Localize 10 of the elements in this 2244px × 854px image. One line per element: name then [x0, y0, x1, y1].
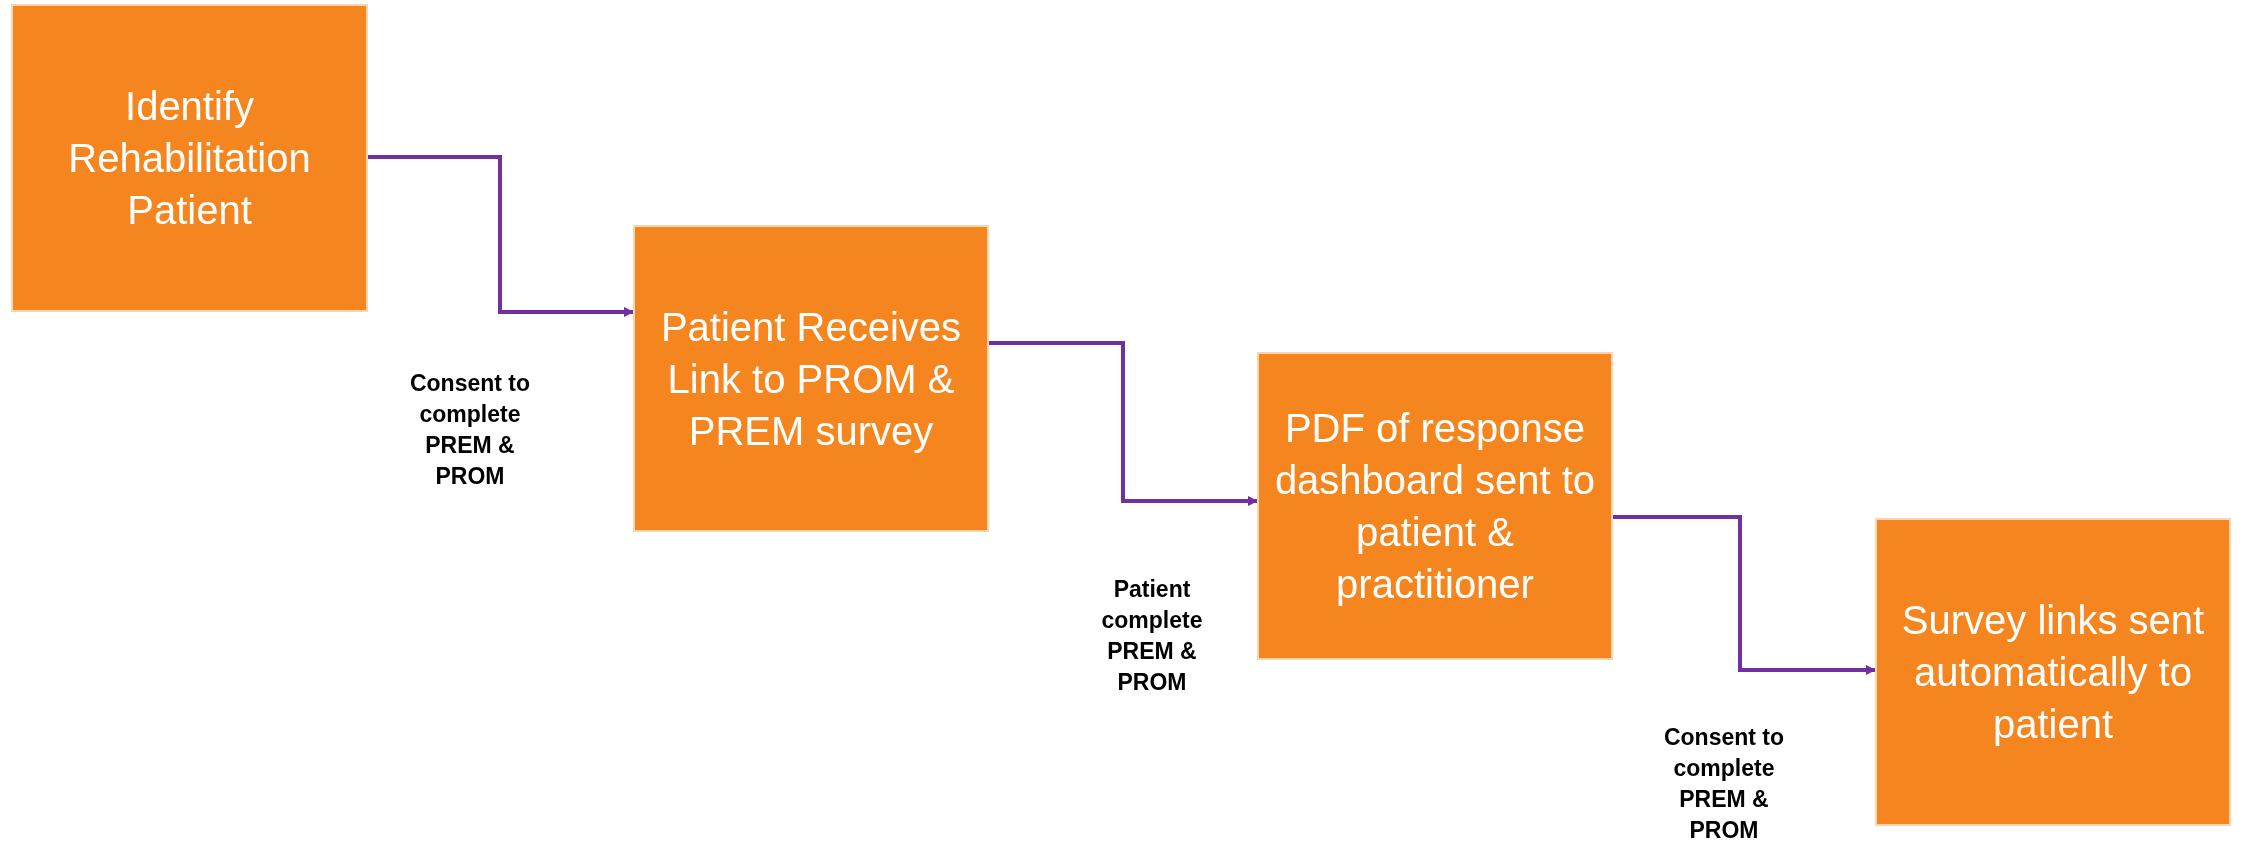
- arrow: [989, 341, 1258, 506]
- process-box: Survey links sent automatically to patient: [1875, 518, 2231, 826]
- step-note: Patient complete PREM & PROM: [1100, 575, 1204, 698]
- step-note: Consent to complete PREM & PROM: [408, 369, 532, 492]
- process-box: Patient Receives Link to PROM & PREM survey: [633, 225, 989, 532]
- arrow: [1613, 515, 1876, 675]
- arrow: [368, 155, 634, 317]
- step-note: Consent to complete PREM & PROM: [1662, 723, 1786, 846]
- process-box: Identify Rehabilitation Patient: [11, 4, 368, 312]
- process-box: PDF of response dashboard sent to patient & practitioner: [1257, 352, 1613, 660]
